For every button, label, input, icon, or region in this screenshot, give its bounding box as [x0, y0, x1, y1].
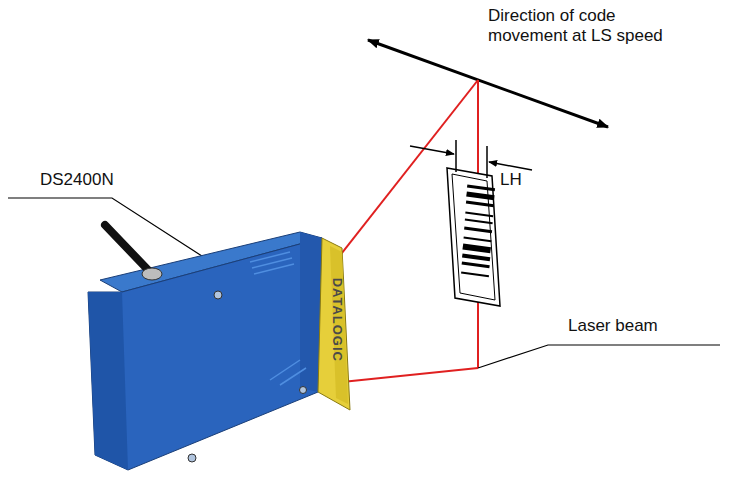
direction-arrow [368, 40, 608, 127]
direction-label: Direction of code movement at LS speed [488, 6, 688, 47]
laser-label: Laser beam [568, 316, 688, 336]
barcode-label [447, 168, 500, 306]
brand-logo: DATALOGIC [329, 265, 345, 375]
leader-line [478, 345, 720, 368]
dimension-label: LH [500, 170, 540, 190]
part-label: DS2400N [40, 170, 140, 190]
scanner-body [88, 225, 350, 470]
